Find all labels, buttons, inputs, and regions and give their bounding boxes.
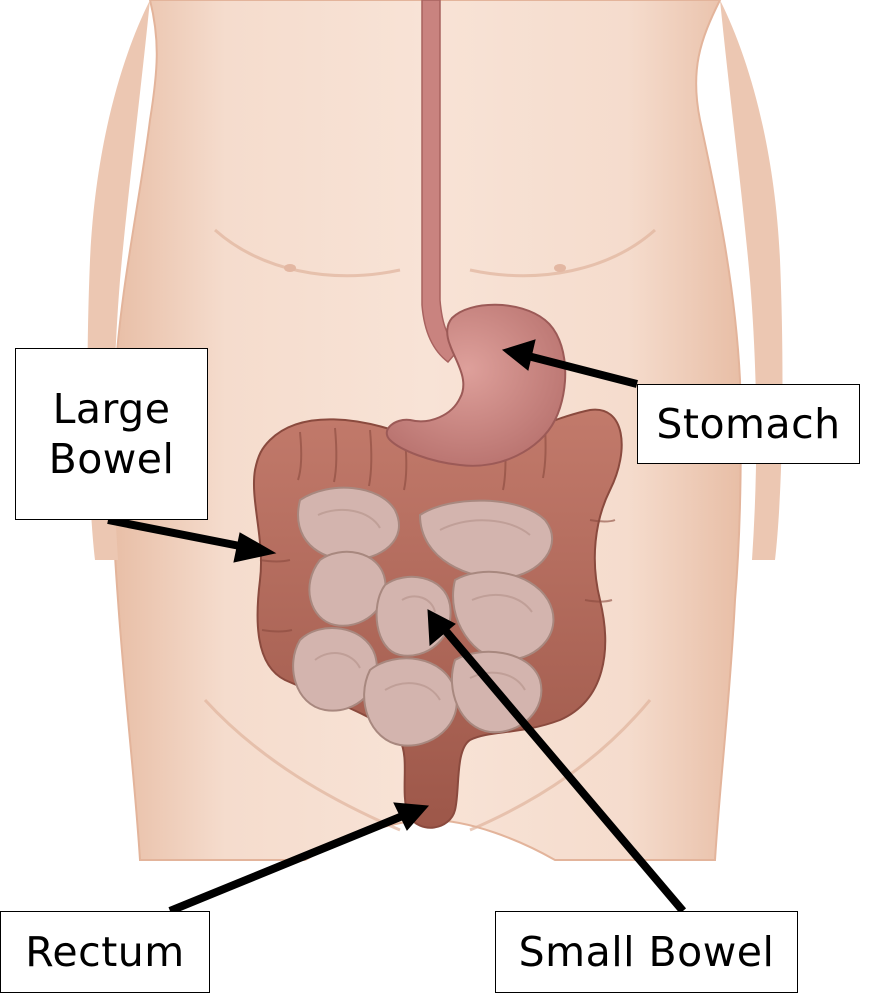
label-stomach: Stomach: [637, 384, 860, 464]
label-large-bowel: Large Bowel: [15, 348, 208, 520]
nipple-left: [284, 264, 296, 272]
label-small-bowel-text: Small Bowel: [519, 927, 775, 977]
label-rectum-text: Rectum: [25, 927, 184, 977]
label-large-bowel-line-1: Large: [53, 384, 171, 434]
label-large-bowel-line-2: Bowel: [49, 434, 175, 484]
label-stomach-text: Stomach: [656, 399, 840, 449]
nipple-right: [554, 264, 566, 272]
label-rectum: Rectum: [0, 911, 210, 993]
label-small-bowel: Small Bowel: [495, 911, 798, 993]
